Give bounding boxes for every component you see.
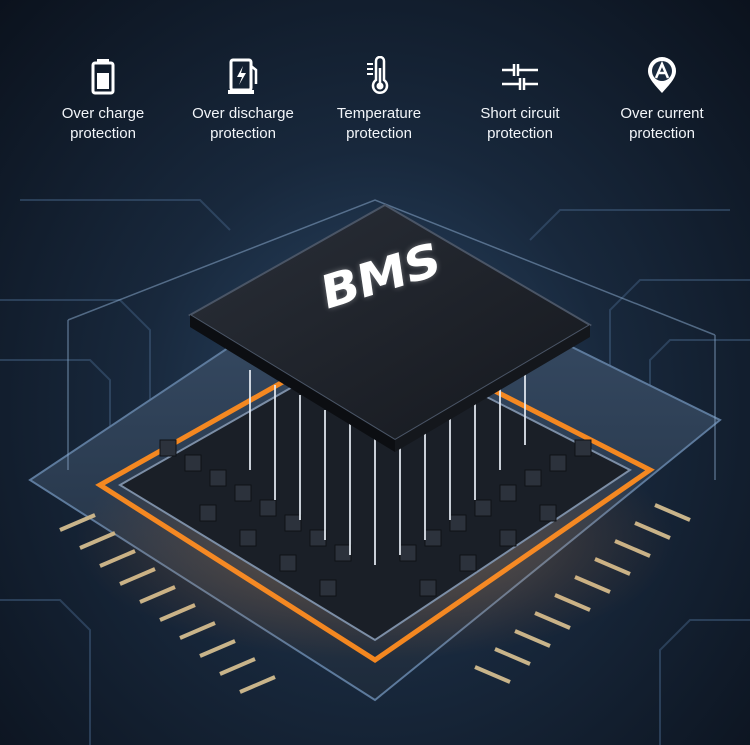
feature-label-line1: Over discharge	[192, 105, 294, 122]
bms-chip-edge-right	[395, 325, 590, 452]
feature-label-line1: Over current	[620, 105, 704, 122]
feature-label-line2: protection	[487, 125, 553, 142]
feature-temperature: Temperature protection	[304, 56, 454, 144]
block-field	[159, 439, 592, 597]
feature-short-circuit: Short circuit protection	[445, 56, 595, 144]
background-circuit-traces	[0, 199, 750, 745]
glass-enclosure	[67, 199, 716, 480]
feature-label-line1: Short circuit	[480, 105, 560, 122]
feature-label-line1: Over charge	[61, 105, 145, 122]
feature-label-line2: protection	[629, 125, 695, 142]
feature-label-line1: Temperature	[336, 105, 422, 122]
feature-over-current: Over current protection	[587, 56, 737, 144]
battery-icon	[91, 59, 115, 95]
thermometer-icon	[367, 56, 389, 94]
feature-label-line2: protection	[346, 125, 412, 142]
feature-label-line2: protection	[210, 125, 276, 142]
fuel-pump-lightning-icon	[228, 58, 258, 94]
protection-features: Over charge protection Over discharge pr…	[0, 56, 750, 156]
feature-over-charge: Over charge protection	[28, 56, 178, 144]
bms-chip-edge	[190, 315, 395, 452]
ampere-pin-icon	[648, 57, 676, 93]
feature-over-discharge: Over discharge protection	[168, 56, 318, 144]
circuit-switch-icon	[502, 64, 538, 90]
feature-label-line2: protection	[70, 125, 136, 142]
